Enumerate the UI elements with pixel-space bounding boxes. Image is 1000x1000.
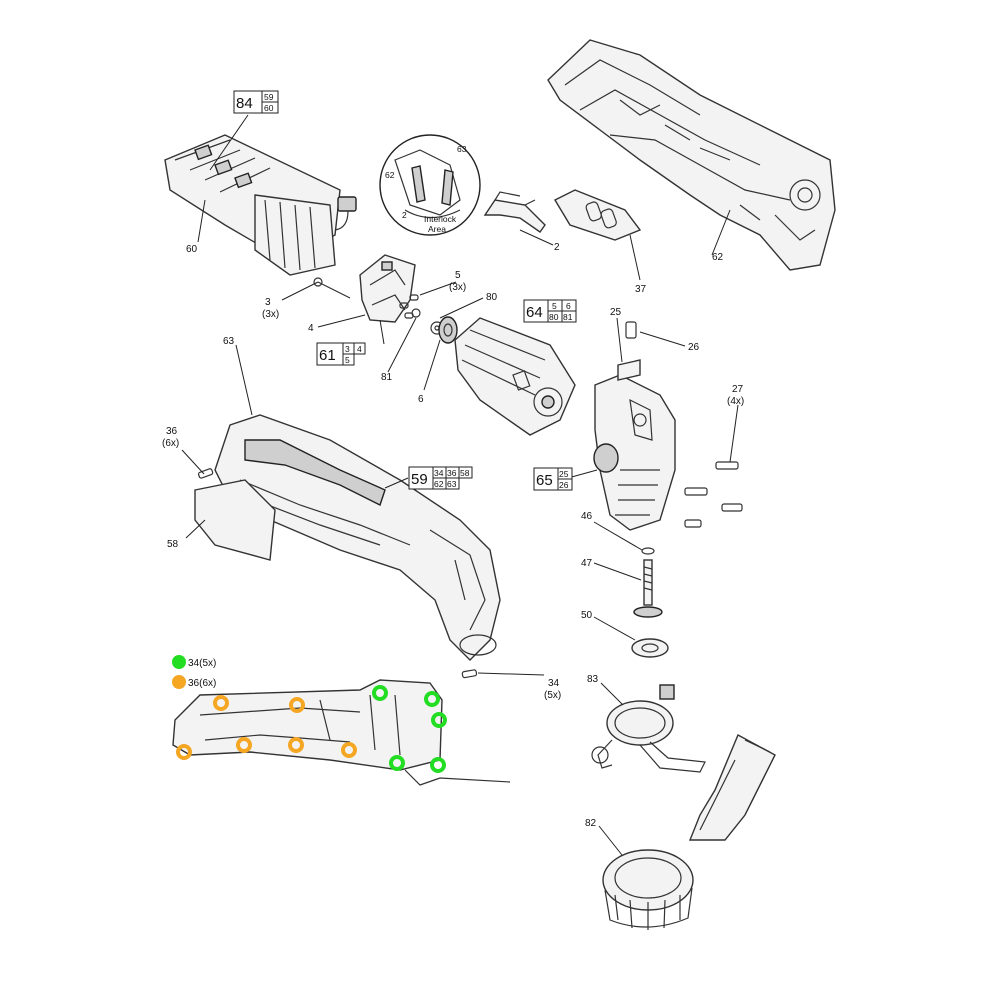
label-60: 60	[186, 244, 198, 255]
legend-swatch-36	[172, 675, 186, 689]
part-5-screw	[399, 294, 419, 319]
part-63-tool-body	[214, 414, 501, 661]
inset-label-area: Area	[428, 224, 446, 234]
legend-swatch-34	[172, 655, 186, 669]
label-65: 65	[536, 472, 553, 489]
part-60-switch-board	[164, 134, 357, 276]
label-84: 84	[236, 95, 253, 112]
part-25-bracket	[617, 359, 641, 381]
part-36-screw	[197, 468, 214, 479]
label-84-b: 60	[264, 103, 274, 113]
label-46: 46	[581, 511, 593, 522]
label-6: 6	[418, 394, 424, 405]
label-61: 61	[319, 347, 336, 364]
part-27-screws	[684, 461, 743, 528]
label-box-61: 61 3 4 5	[316, 342, 366, 366]
label-36: 36	[166, 426, 178, 437]
label-47: 47	[581, 558, 593, 569]
inset-label-62: 62	[385, 170, 395, 180]
label-80: 80	[486, 292, 498, 303]
label-50: 50	[581, 610, 593, 621]
legend-label-34: 34(5x)	[188, 658, 216, 669]
label-27: 27	[732, 384, 744, 395]
label-81: 81	[381, 372, 393, 383]
label-64-c: 80	[549, 312, 559, 322]
part-46-washer	[641, 547, 655, 555]
label-5: 5	[455, 270, 461, 281]
label-34: 34	[548, 678, 560, 689]
screw-34-markers	[372, 685, 447, 773]
label-59-d: 62	[434, 479, 444, 489]
label-box-64: 64 5 6 80 81	[523, 299, 577, 323]
part-3-pin	[313, 277, 351, 299]
part-64-motor-housing	[454, 317, 576, 436]
label-62: 62	[712, 252, 724, 263]
label-61-b: 4	[357, 344, 362, 354]
label-3: 3	[265, 297, 271, 308]
part-47-flange-bolt	[633, 559, 663, 618]
label-27-qty: (4x)	[727, 396, 744, 407]
label-65-b: 26	[559, 480, 569, 490]
label-2: 2	[554, 242, 560, 253]
screw-36-markers	[176, 695, 357, 760]
label-64-a: 5	[552, 301, 557, 311]
label-64-b: 6	[566, 301, 571, 311]
screw-legend: 34(5x) 36(6x)	[172, 655, 216, 689]
part-34-screw	[461, 669, 478, 679]
label-83: 83	[587, 674, 599, 685]
label-34-qty: (5x)	[544, 690, 561, 701]
label-61-a: 3	[345, 344, 350, 354]
label-63: 63	[223, 336, 235, 347]
label-box-84: 84 59 60	[233, 90, 279, 114]
label-84-a: 59	[264, 92, 274, 102]
label-64: 64	[526, 304, 543, 321]
label-59-a: 34	[434, 468, 444, 478]
part-62-housing-half	[547, 39, 836, 271]
label-4: 4	[308, 323, 314, 334]
label-36-qty: (6x)	[162, 438, 179, 449]
label-box-65: 65 25 26	[533, 467, 573, 491]
label-82: 82	[585, 818, 597, 829]
part-82-dust-adapter	[602, 734, 776, 930]
leader-lines	[181, 114, 739, 856]
label-59-c: 58	[460, 468, 470, 478]
part-83-depth-guide	[591, 684, 706, 773]
part-58-label	[194, 479, 276, 561]
label-26: 26	[688, 342, 700, 353]
label-3-qty: (3x)	[262, 309, 279, 320]
part-65-gear-housing	[593, 374, 676, 531]
part-2-interlock-clip	[483, 191, 546, 233]
label-59-e: 63	[447, 479, 457, 489]
label-37: 37	[635, 284, 647, 295]
part-81-washer	[411, 308, 421, 318]
inset-label-63: 63	[457, 144, 467, 154]
label-61-c: 5	[345, 355, 350, 365]
part-6-bearing	[438, 316, 458, 344]
label-box-59: 59 34 36 58 62 63	[408, 466, 473, 490]
part-26-pin	[625, 321, 637, 339]
label-25: 25	[610, 307, 622, 318]
part-50-accessory-flange	[631, 638, 669, 658]
label-5-qty: (3x)	[449, 282, 466, 293]
label-58: 58	[167, 539, 179, 550]
part-4-brush-holder	[359, 254, 416, 323]
label-65-a: 25	[559, 469, 569, 479]
label-59: 59	[411, 471, 428, 488]
part-37-lockout-switch	[554, 189, 642, 241]
label-59-b: 36	[447, 468, 457, 478]
label-64-d: 81	[563, 312, 573, 322]
legend-label-36: 36(6x)	[188, 678, 216, 689]
interlock-area-inset	[379, 134, 481, 236]
inset-label-interlock: Interlock	[424, 214, 457, 224]
inset-label-2: 2	[402, 210, 407, 220]
